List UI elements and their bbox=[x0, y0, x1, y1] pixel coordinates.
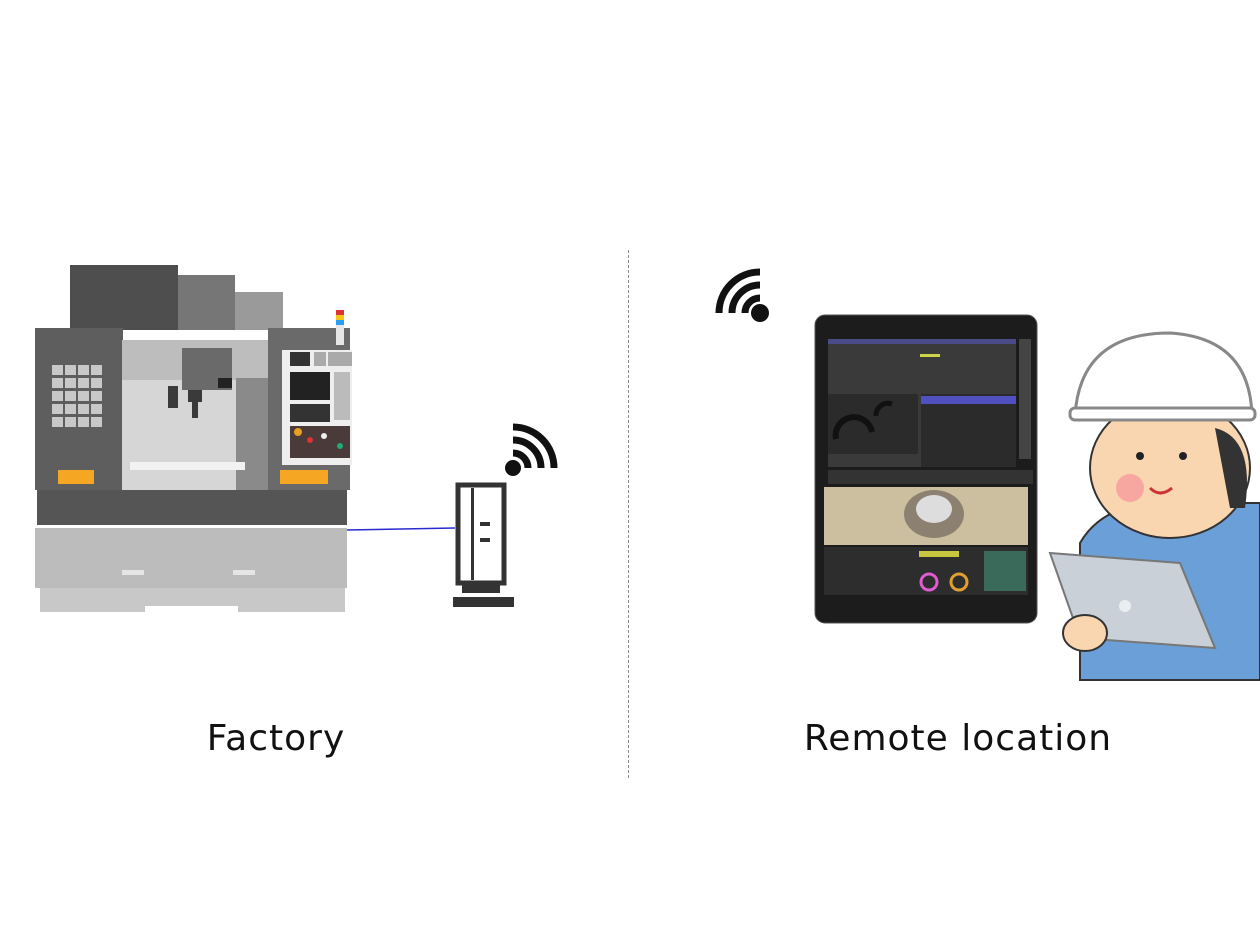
remote-location-label: Remote location bbox=[803, 718, 1113, 759]
lan-cable bbox=[346, 527, 456, 531]
factory-label: Factory bbox=[206, 718, 346, 759]
wifi-signal-icon bbox=[715, 268, 769, 322]
wireless-router-icon bbox=[453, 482, 514, 607]
cnc-machine-illustration bbox=[35, 265, 352, 612]
tablet-hmi-illustration bbox=[814, 314, 1038, 624]
section-divider bbox=[628, 250, 629, 778]
worker-with-tablet-illustration bbox=[1048, 331, 1260, 681]
wifi-signal-icon bbox=[505, 423, 558, 476]
